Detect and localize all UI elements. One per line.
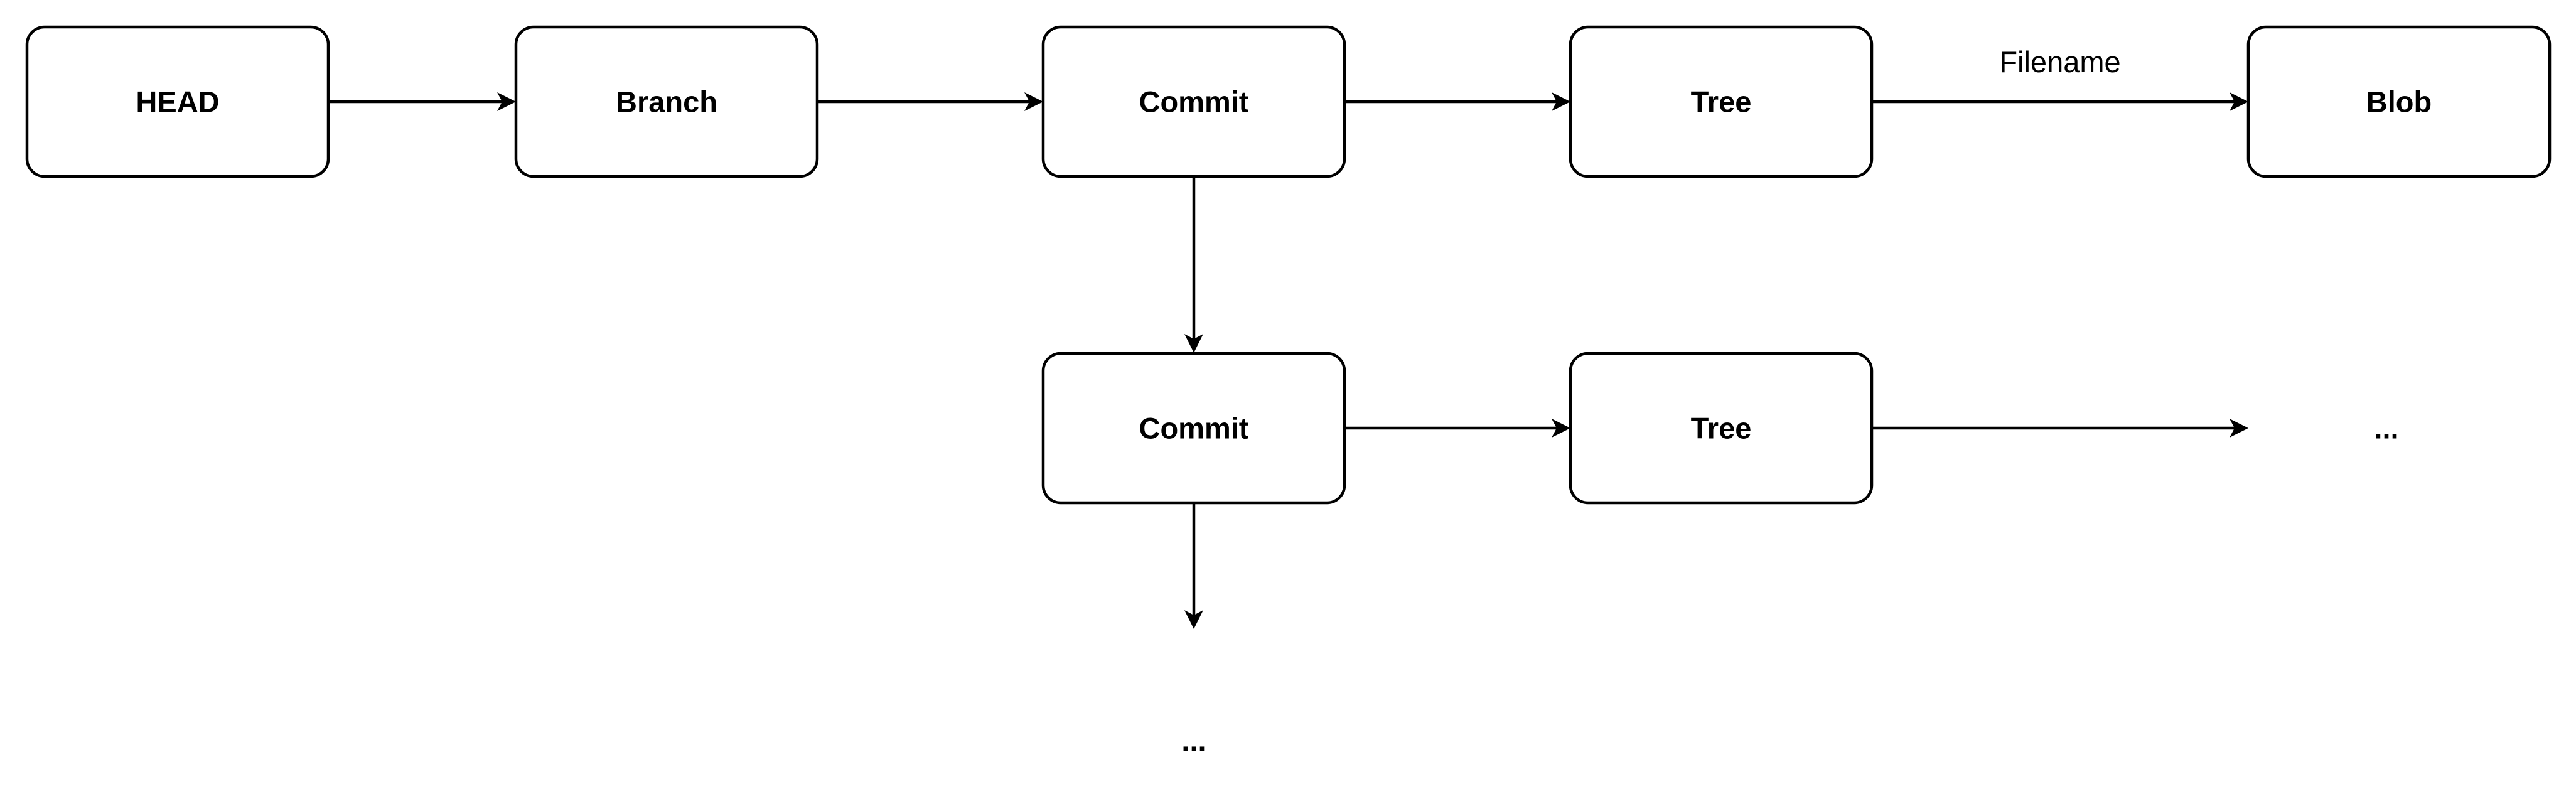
- arrowhead-icon: [1184, 334, 1203, 353]
- node-parent-tree: Tree: [1569, 352, 1874, 505]
- node-label-tree: Tree: [1691, 85, 1752, 119]
- node-parent-commit: Commit: [1041, 352, 1346, 505]
- node-commit: Commit: [1041, 25, 1346, 178]
- edge-head-to-branch: [328, 92, 516, 111]
- node-branch: Branch: [514, 25, 819, 178]
- node-label-parent-commit: Commit: [1139, 412, 1249, 445]
- edge-tree-to-more: [1872, 419, 2248, 438]
- node-label-parent-tree: Tree: [1691, 412, 1752, 445]
- nodes: HEAD Branch Commit Tree Blob Commit Tree…: [25, 25, 2552, 758]
- arrowhead-icon: [1024, 92, 1043, 111]
- edge-commit-to-parent-commit: [1184, 177, 1203, 353]
- node-label-branch: Branch: [616, 85, 717, 119]
- node-tree: Tree: [1569, 25, 1874, 178]
- arrowhead-icon: [1552, 92, 1570, 111]
- edge-tree-to-blob: [1872, 92, 2248, 111]
- node-label-head: HEAD: [136, 85, 219, 119]
- edges: Filename: [328, 45, 2248, 629]
- edge-parent-commit-to-tree: [1344, 419, 1570, 438]
- node-label-blob: Blob: [2366, 85, 2432, 119]
- arrowhead-icon: [1184, 610, 1203, 629]
- node-head: HEAD: [25, 25, 330, 178]
- arrowhead-icon: [2230, 92, 2248, 111]
- edge-commit-to-tree: [1344, 92, 1570, 111]
- arrowhead-icon: [497, 92, 516, 111]
- arrowhead-icon: [1552, 419, 1570, 438]
- edge-parent-commit-to-more: [1184, 503, 1203, 629]
- ellipsis-right: ...: [2374, 412, 2398, 445]
- ellipsis-below: ...: [1181, 724, 1206, 758]
- node-blob: Blob: [2246, 25, 2552, 178]
- edge-branch-to-commit: [817, 92, 1043, 111]
- node-label-commit: Commit: [1139, 85, 1249, 119]
- edge-label-filename: Filename: [1999, 45, 2120, 78]
- arrowhead-icon: [2230, 419, 2248, 438]
